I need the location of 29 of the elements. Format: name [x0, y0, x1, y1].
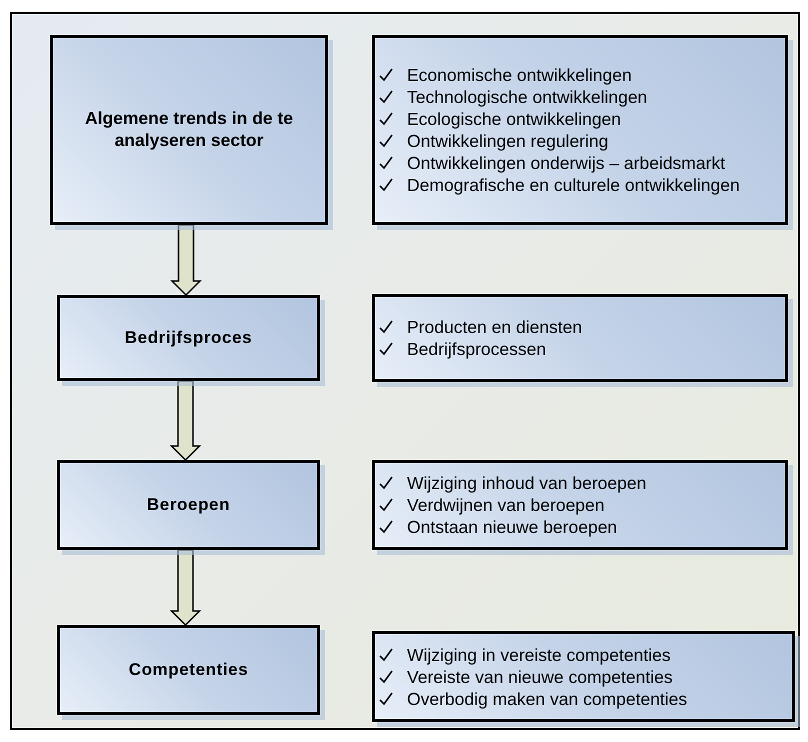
list-item-text: Ecologische ontwikkelingen — [407, 108, 622, 130]
checklist-box — [372, 294, 788, 382]
box-title: Bedrijfsproces — [124, 327, 252, 349]
process-box — [57, 295, 320, 381]
checklist-box — [372, 631, 795, 722]
list-item-text: Overbodig maken van competenties — [407, 688, 688, 710]
box-title: Competenties — [128, 659, 248, 681]
checklist-box — [372, 460, 788, 550]
list-item-text: Wijziging in vereiste competenties — [407, 644, 672, 666]
process-box — [57, 460, 320, 550]
list-item-text: Technologische ontwikkelingen — [407, 86, 648, 108]
list-item-text: Ontwikkelingen onderwijs – arbeidsmarkt — [407, 152, 726, 174]
list-item-text: Vereiste van nieuwe competenties — [407, 666, 674, 688]
process-box — [50, 35, 328, 225]
process-box — [57, 625, 320, 715]
list-item-text: Ontwikkelingen regulering — [407, 130, 610, 152]
list-item-text: Verdwijnen van beroepen — [407, 494, 606, 516]
box-title: Algemene trends in de te analyseren sector — [84, 108, 294, 152]
list-item-text: Producten en diensten — [407, 316, 584, 338]
list-item-text: Demografische en culturele ontwikkelingen — [407, 174, 741, 196]
checklist-box — [372, 35, 788, 225]
list-item-text: Wijziging inhoud van beroepen — [407, 472, 648, 494]
block-arrow — [170, 224, 202, 296]
box-title: Beroepen — [146, 494, 230, 516]
list-item-text: Economische ontwikkelingen — [407, 64, 633, 86]
block-arrow — [170, 549, 202, 626]
list-item-text: Bedrijfsprocessen — [407, 338, 548, 360]
block-arrow — [170, 380, 202, 462]
list-item-text: Ontstaan nieuwe beroepen — [407, 516, 618, 538]
